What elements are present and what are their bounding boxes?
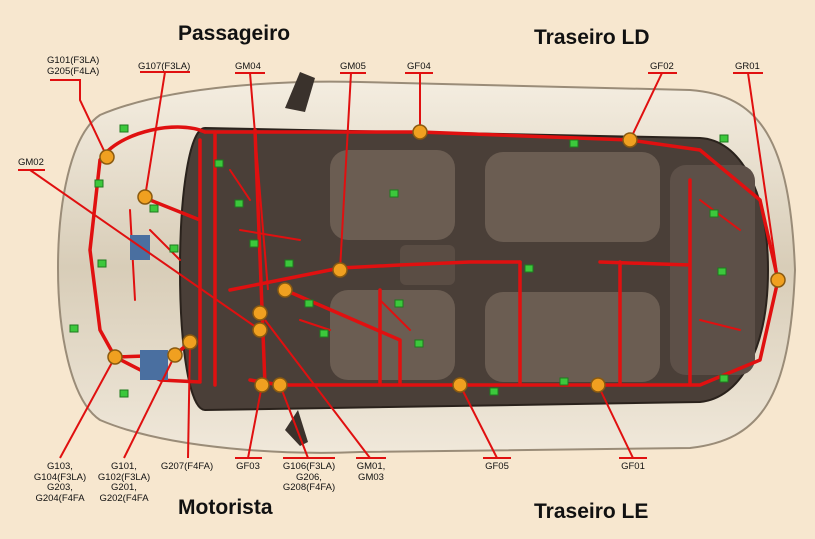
connector (524, 264, 534, 273)
connector (94, 179, 104, 188)
label-gr01: GR01 (735, 61, 760, 72)
connector (319, 329, 329, 338)
ground-point-gf01 (590, 377, 606, 393)
leader-gf04 (405, 72, 433, 132)
fuse-box (140, 350, 168, 380)
leader-lines (18, 71, 779, 459)
harness-rear (518, 178, 692, 387)
connector (169, 244, 179, 253)
region-rear-left: Traseiro LE (534, 500, 649, 523)
leader-gf02 (629, 72, 677, 141)
ground-point-g107 (137, 189, 153, 205)
harness-dash (113, 128, 267, 387)
connector (394, 299, 404, 308)
region-rear-right: Traseiro LD (534, 26, 650, 49)
label-gf05: GF05 (485, 461, 509, 472)
ground-point-gm05 (332, 262, 348, 278)
ground-point-g207 (182, 334, 198, 350)
leader-g101-g102 (123, 354, 176, 459)
connectors (69, 124, 729, 398)
leader-gm01-gm03 (264, 319, 386, 459)
ground-point-g101-g102 (167, 347, 183, 363)
label-gm04: GM04 (235, 61, 261, 72)
leader-g106 (279, 384, 335, 459)
region-front-right: Passageiro (178, 22, 291, 45)
connector (69, 324, 79, 333)
connector (489, 387, 499, 396)
connector (719, 134, 729, 143)
ground-point-gf04 (412, 124, 428, 140)
leader-g207 (187, 341, 191, 459)
label-g101-g102: G101, G102(F3LA) G201, G202(F4FA (97, 461, 151, 504)
ground-point-g106 (272, 377, 288, 393)
rear-left-seat (485, 292, 660, 382)
leader-gm02 (18, 169, 261, 331)
leader-g103 (59, 356, 116, 459)
connector (284, 259, 294, 268)
connector (249, 239, 259, 248)
connector (97, 259, 107, 268)
label-g207: G207(F4FA) (160, 461, 214, 472)
leader-gm05 (339, 72, 366, 271)
leader-gr01 (733, 72, 779, 281)
label-g107: G107(F3LA) (138, 61, 191, 72)
right-mirror (285, 72, 315, 112)
connector (719, 374, 729, 383)
ground-point-gm02 (252, 305, 268, 321)
harness-right-trunk (203, 130, 780, 387)
ground-point-gr01 (770, 272, 786, 288)
rear-right-seat (485, 152, 660, 242)
connector (234, 199, 244, 208)
connector (709, 209, 719, 218)
ground-point-gf03 (254, 377, 270, 393)
connector (414, 339, 424, 348)
connector (717, 267, 727, 276)
connector (214, 159, 224, 168)
ground-points (99, 124, 786, 393)
label-gf01: GF01 (621, 461, 645, 472)
label-gm05: GM05 (340, 61, 366, 72)
label-g106: G106(F3LA) G206, G208(F4FA) (282, 461, 336, 493)
region-front-left: Motorista (178, 496, 273, 519)
harness-center (228, 260, 522, 387)
connector (389, 189, 399, 198)
ground-point-gf02 (622, 132, 638, 148)
ground-point-g103 (107, 349, 123, 365)
leader-gf03 (235, 384, 263, 459)
connector (149, 204, 159, 213)
leader-gf01 (597, 384, 647, 459)
label-g101-g205: G101(F3LA) G205(F4LA) (47, 55, 100, 77)
ground-point-gf05 (452, 377, 468, 393)
label-gf04: GF04 (407, 61, 431, 72)
leader-g107 (140, 71, 190, 198)
leader-g101-g205 (50, 79, 108, 158)
ground-point-g101-g205 (99, 149, 115, 165)
ground-point-gm04 (277, 282, 293, 298)
label-gf02: GF02 (650, 61, 674, 72)
connector (304, 299, 314, 308)
connector (569, 139, 579, 148)
connector (119, 124, 129, 133)
leader-gf05 (459, 384, 511, 459)
label-gm02: GM02 (18, 157, 44, 168)
label-g103: G103, G104(F3LA) G203, G204(F4FA (33, 461, 87, 504)
trunk-floor (670, 165, 755, 375)
ground-point-gm01-gm03 (252, 322, 268, 338)
label-gm01-gm03: GM01, GM03 (356, 461, 386, 483)
connector (559, 377, 569, 386)
connector (119, 389, 129, 398)
label-gf03: GF03 (236, 461, 260, 472)
leader-gm04 (235, 72, 269, 291)
